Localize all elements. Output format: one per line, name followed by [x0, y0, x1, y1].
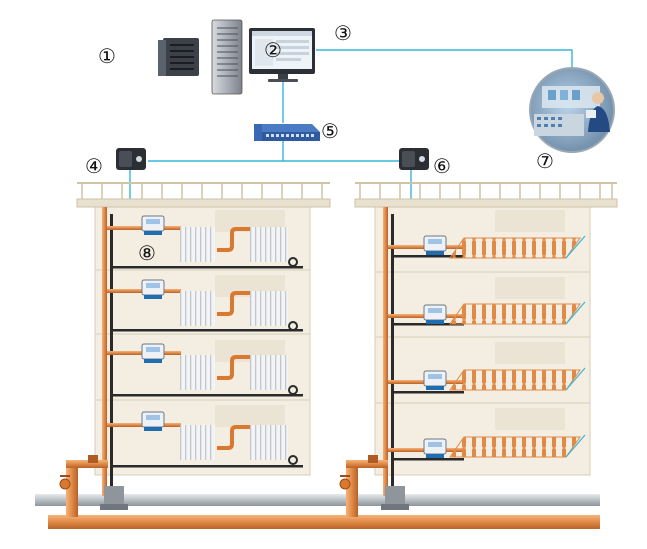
left-building-piping: [102, 207, 303, 469]
left-floor-2: [107, 289, 303, 332]
right-floor-3: [388, 367, 586, 394]
right-building-piping: [383, 207, 586, 469]
network-switch-icon: [254, 124, 320, 141]
monitor-computer-icon: [249, 28, 315, 82]
right-floor-2: [388, 301, 586, 326]
network-line-3: [316, 49, 573, 72]
left-floor-4: [107, 423, 303, 468]
heat-meter-icon: [141, 215, 165, 235]
control-room-photo: [529, 67, 615, 153]
server-icon: [158, 19, 243, 95]
label-7: ⑦: [536, 149, 554, 173]
data-concentrator-icon: [116, 148, 146, 170]
label-4: ④: [85, 154, 103, 178]
heat-meter-icon: [141, 411, 165, 431]
heat-meter-icon: [423, 235, 447, 255]
right-floor-4: [388, 434, 586, 461]
heat-meters: [141, 215, 447, 458]
data-concentrator-icon: [399, 148, 429, 170]
label-2: ②: [264, 38, 282, 62]
left-floor-1: [107, 226, 303, 269]
label-8: ⑧: [138, 241, 156, 265]
left-floor-3: [107, 351, 303, 397]
label-1: ①: [98, 44, 116, 68]
heat-meter-icon: [423, 304, 447, 324]
heat-meter-icon: [423, 438, 447, 458]
label-6: ⑥: [433, 154, 451, 178]
heat-meter-icon: [423, 370, 447, 390]
main-pipes: [35, 455, 600, 529]
building-right: [354, 182, 618, 476]
label-3: ③: [334, 21, 352, 45]
network-line-switch-concentrators: [148, 140, 284, 162]
right-floor-1: [388, 235, 586, 259]
component-labels: ① ② ③ ④ ⑤ ⑥ ⑦ ⑧: [85, 21, 554, 265]
heat-meter-icon: [141, 343, 165, 363]
heat-meter-icon: [141, 279, 165, 299]
label-5: ⑤: [321, 119, 339, 143]
